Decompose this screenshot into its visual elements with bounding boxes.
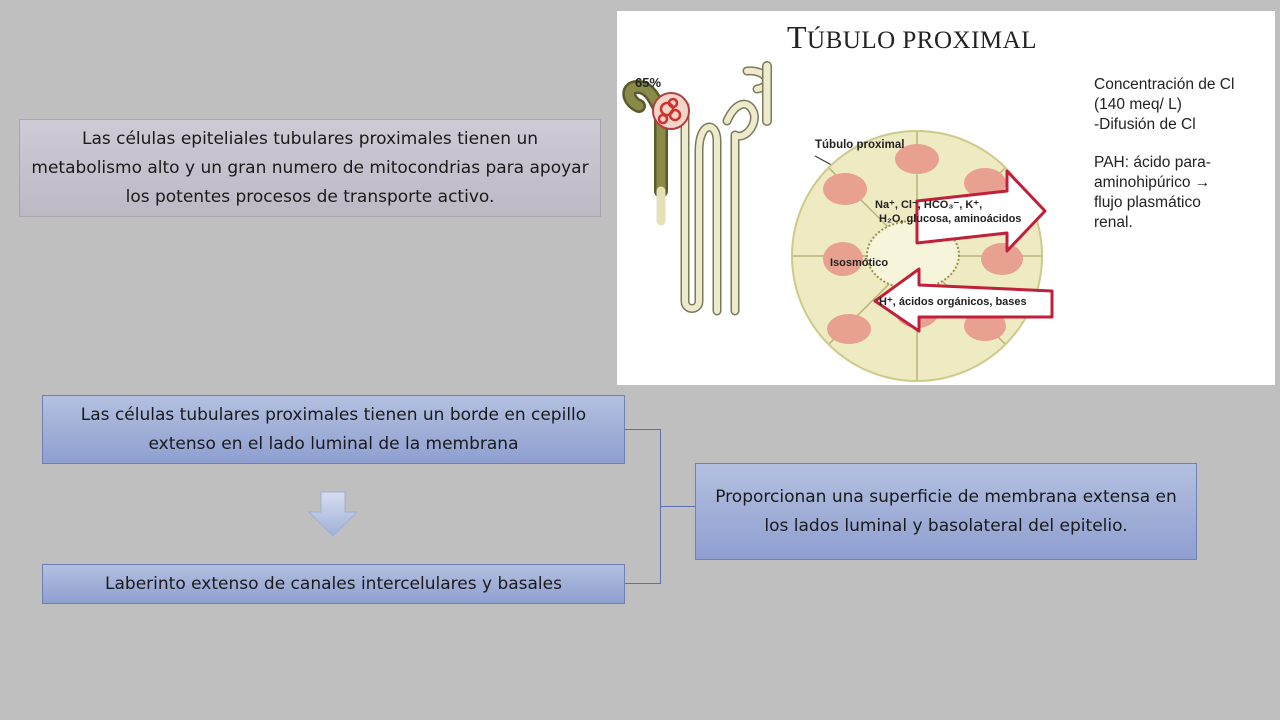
figure-title: TÚBULO PROXIMAL (787, 19, 1037, 55)
pah-line: renal. (1094, 214, 1133, 231)
connector-top (625, 429, 660, 430)
pah-line: flujo plasmático (1094, 194, 1201, 211)
secretion-label: H⁺, ácidos orgánicos, bases (879, 296, 1027, 308)
tubule-cross-section (791, 130, 1043, 382)
brush-border-box: Las células tubulares proximales tienen … (42, 395, 625, 464)
note-line: Concentración de Cl (1094, 76, 1235, 93)
isosmotic-label: Isosmótico (830, 257, 889, 269)
intro-text-box: Las células epiteliales tubulares proxim… (19, 119, 601, 217)
tubule-illustration (622, 61, 1054, 382)
labyrinth-text: Laberinto extenso de canales intercelula… (105, 573, 562, 594)
secretion-arrow (873, 267, 1054, 333)
nephron-drawing (622, 61, 772, 316)
proximal-tubule-figure: TÚBULO PROXIMAL 65% Túbulo proximal Na⁺,… (617, 11, 1275, 385)
labyrinth-box: Laberinto extenso de canales intercelula… (42, 564, 625, 604)
connector-middle (660, 506, 695, 507)
reabsorption-label-line1: Na⁺, Cl⁻, HCO₃⁻, K⁺, (875, 199, 983, 211)
tubule-label: Túbulo proximal (815, 139, 905, 151)
pah-line: PAH: ácido para- (1094, 154, 1211, 171)
connector-bottom (625, 583, 660, 584)
chloride-note: Concentración de Cl (140 meq/ L) -Difusi… (1094, 75, 1274, 233)
note-line: (140 meq/ L) (1094, 96, 1182, 113)
glomerulus-drawing (652, 92, 690, 130)
pah-line: aminohipúrico → (1094, 174, 1211, 191)
percent-label: 65% (635, 75, 662, 90)
result-box: Proporcionan una superficie de membrana … (695, 463, 1197, 560)
reabsorption-arrow (915, 169, 1047, 253)
result-text: Proporcionan una superficie de membrana … (715, 486, 1177, 536)
down-arrow (307, 491, 359, 537)
note-line: -Difusión de Cl (1094, 116, 1196, 133)
intro-text: Las células epiteliales tubulares proxim… (31, 128, 589, 207)
brush-border-text: Las células tubulares proximales tienen … (80, 404, 587, 454)
reabsorption-label-line2: H₂O, glucosa, aminoácidos (879, 213, 1022, 225)
